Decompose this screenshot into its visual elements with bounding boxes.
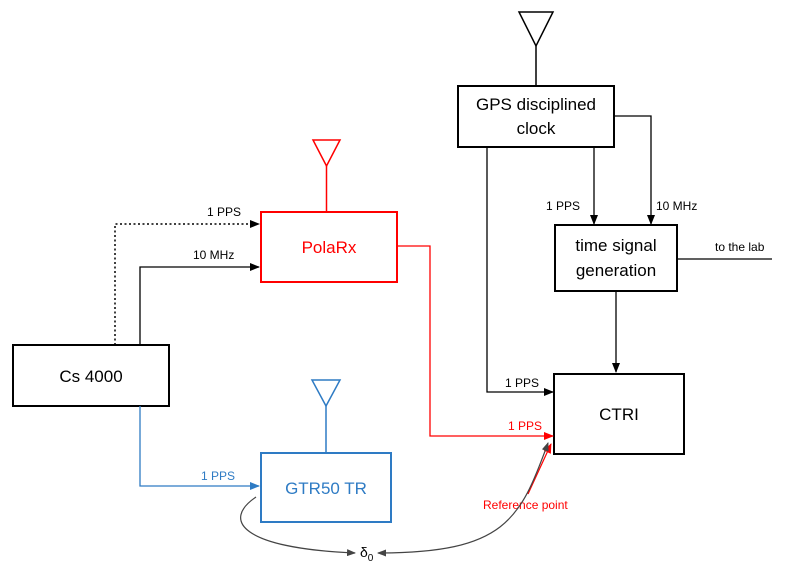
polarx-label: PolaRx — [302, 238, 357, 257]
gtr50-box: GTR50 TR — [260, 452, 392, 523]
cs-10mhz-to-polarx-label: 10 MHz — [193, 248, 234, 262]
time-signal-label-line1: time signal — [575, 236, 656, 255]
gps-10mhz-label: 10 MHz — [656, 199, 697, 213]
cs-pps-to-gtr50-label: 1 PPS — [201, 469, 235, 483]
gps-pps-to-ctri-arrow — [486, 147, 554, 396]
polarx-antenna-icon — [311, 139, 342, 212]
ctri-label: CTRI — [599, 405, 639, 424]
gtr50-antenna-icon — [310, 379, 342, 453]
cs4000-box: Cs 4000 — [12, 344, 170, 407]
gps-clock-label-line2: clock — [517, 119, 556, 138]
gps-pps-to-ctri-label: 1 PPS — [505, 376, 539, 390]
gtr50-label: GTR50 TR — [285, 479, 367, 498]
gps-10mhz-to-time-signal-arrow — [614, 115, 655, 225]
cs-pps-to-gtr50-arrow — [139, 406, 260, 490]
delta-right-curve-arrow — [377, 442, 549, 557]
time-signal-generation-box: time signal generation — [554, 224, 678, 292]
gps-antenna-icon — [517, 11, 555, 86]
polarx-pps-to-ctri-label: 1 PPS — [508, 419, 542, 433]
polarx-box: PolaRx — [260, 211, 398, 283]
ctri-box: CTRI — [553, 373, 685, 455]
reference-point-arrow — [527, 443, 552, 495]
cs4000-label: Cs 4000 — [59, 367, 122, 386]
cs-pps-to-polarx-label: 1 PPS — [207, 205, 241, 219]
reference-point-label: Reference point — [483, 498, 568, 512]
to-the-lab-label: to the lab — [715, 240, 765, 254]
cs-10mhz-to-polarx-arrow — [139, 263, 260, 345]
polarx-pps-to-ctri-arrow — [397, 245, 554, 440]
gps-clock-label-line1: GPS disciplined — [476, 95, 596, 114]
time-signal-label-line2: generation — [576, 261, 656, 280]
gps-pps-label: 1 PPS — [546, 199, 580, 213]
delta-symbol: δ0 — [360, 544, 374, 564]
delta-left-curve-arrow — [240, 496, 356, 557]
cs-pps-to-polarx-arrow — [114, 220, 260, 345]
gps-disciplined-clock-box: GPS disciplined clock — [457, 85, 615, 148]
